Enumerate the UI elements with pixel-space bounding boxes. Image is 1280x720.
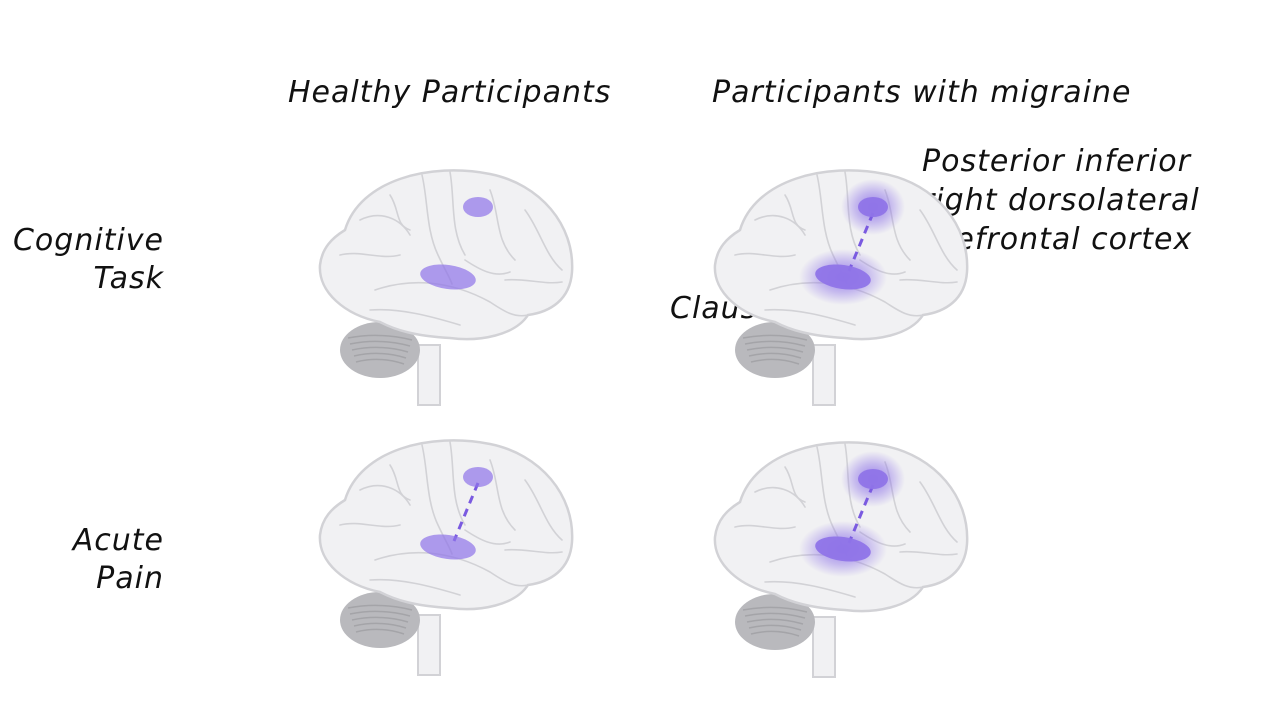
sulcus	[339, 252, 401, 258]
sulcus	[524, 479, 563, 541]
sulcus	[784, 194, 806, 231]
cerebrum	[318, 439, 574, 611]
brain-panel-pain-healthy	[318, 439, 574, 676]
row-label-task: Task	[93, 261, 164, 296]
dlpfc-activation	[463, 467, 493, 487]
sulcus	[389, 194, 411, 231]
claustrum-activation	[815, 264, 871, 290]
cerebellum	[735, 322, 815, 378]
cerebellum	[340, 592, 420, 648]
sulcus	[359, 214, 411, 236]
cerebellum	[735, 594, 815, 650]
sulcus	[504, 278, 563, 284]
sulcus	[899, 550, 958, 556]
sulcus	[369, 308, 461, 326]
sulcus	[764, 580, 856, 598]
sulcus	[374, 281, 529, 317]
row-label-cognitive: Cognitive	[12, 223, 164, 258]
brain-panel-pain-migraine	[713, 441, 969, 678]
sulcus	[464, 529, 511, 545]
dlpfc-activation	[858, 197, 888, 217]
dlpfc-activation	[858, 469, 888, 489]
claustrum-activation	[815, 536, 871, 562]
sulcus	[754, 486, 806, 508]
sulcus	[389, 464, 411, 501]
sulcus	[339, 522, 401, 528]
row-label-acute: Acute	[72, 523, 164, 558]
sulcus	[919, 209, 958, 271]
sulcus	[734, 524, 796, 530]
brain-panel-cognitive-migraine	[713, 169, 969, 406]
sulcus	[769, 553, 924, 589]
sulcus	[449, 171, 466, 256]
sulcus	[359, 484, 411, 506]
claustrum-activation	[420, 534, 476, 560]
cerebrum	[318, 169, 574, 341]
sulcus	[464, 259, 511, 275]
sulcus	[764, 308, 856, 326]
label-dlpfc-line2: right dorsolateral	[922, 183, 1200, 218]
sulcus	[374, 551, 529, 587]
sulcus	[754, 214, 806, 236]
sulcus	[504, 548, 563, 554]
sulcus	[734, 252, 796, 258]
connection-line	[847, 484, 875, 544]
cerebellum	[340, 322, 420, 378]
sulcus	[449, 441, 466, 526]
claustrum-activation	[420, 264, 476, 290]
brainstem	[812, 616, 836, 678]
sulcus	[784, 466, 806, 503]
sulcus	[369, 578, 461, 596]
column-header-healthy: Healthy Participants	[288, 75, 612, 110]
sulcus	[524, 209, 563, 271]
sulcus	[769, 281, 924, 317]
brainstem	[417, 344, 441, 406]
sulcus	[899, 278, 958, 284]
sulcus	[919, 481, 958, 543]
connection-line	[847, 212, 875, 272]
label-dlpfc-line1: Posterior inferior	[922, 144, 1191, 179]
row-label-pain: Pain	[96, 561, 164, 596]
connection-line	[452, 482, 480, 542]
brain-panel-cognitive-healthy	[318, 169, 574, 406]
brainstem	[417, 614, 441, 676]
brainstem	[812, 344, 836, 406]
dlpfc-activation	[463, 197, 493, 217]
column-header-migraine: Participants with migraine	[712, 75, 1132, 110]
sulcus	[489, 459, 516, 531]
sulcus	[489, 189, 516, 261]
